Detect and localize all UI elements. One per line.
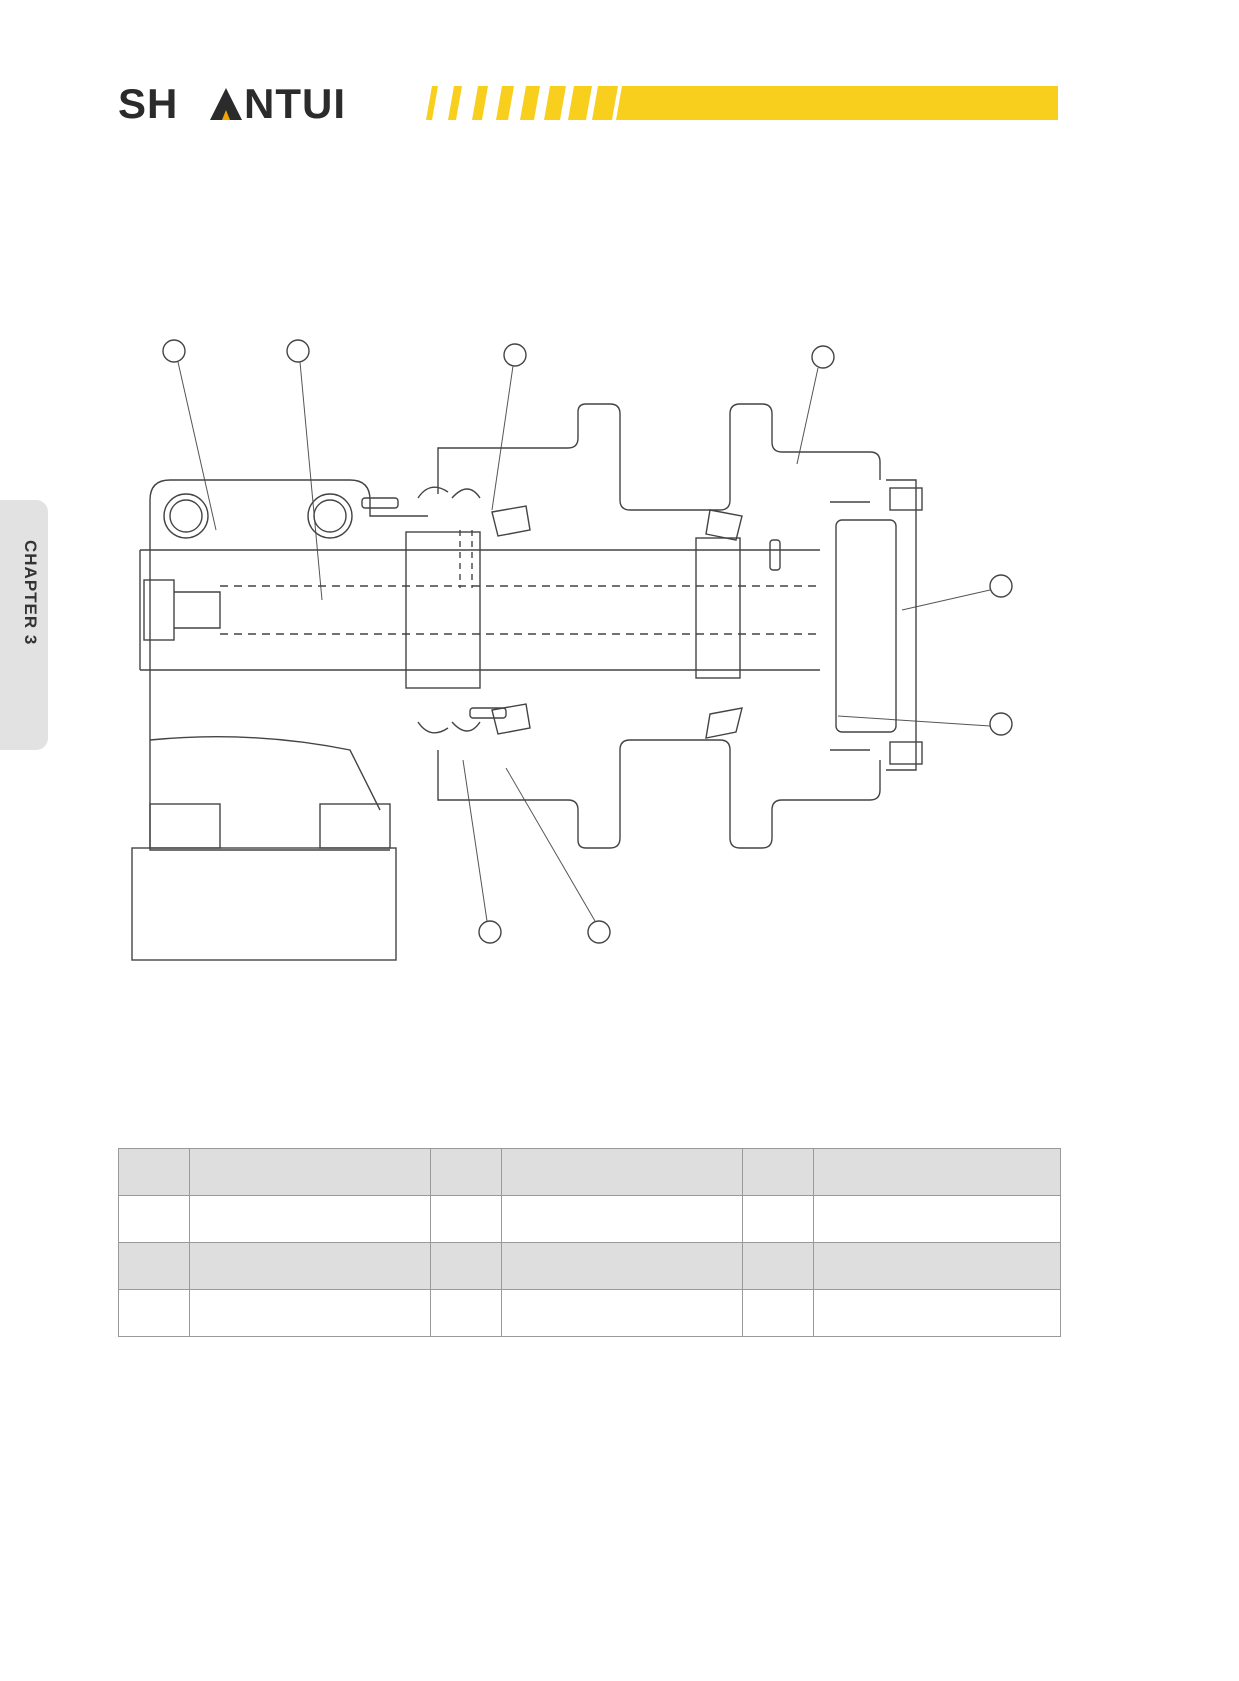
table-cell bbox=[189, 1148, 431, 1196]
table-cell bbox=[742, 1195, 814, 1243]
callout-circle-4 bbox=[811, 345, 835, 369]
table-cell bbox=[813, 1195, 1061, 1243]
table-cell bbox=[430, 1242, 502, 1290]
table-cell bbox=[742, 1242, 814, 1290]
table-cell bbox=[430, 1148, 502, 1196]
table-cell bbox=[118, 1195, 190, 1243]
table-cell bbox=[501, 1195, 743, 1243]
table-cell bbox=[813, 1242, 1061, 1290]
callout-circle-3 bbox=[503, 343, 527, 367]
chapter-side-tab-label: CHAPTER 3 bbox=[21, 540, 40, 646]
callout-circle-6 bbox=[989, 712, 1013, 736]
table-cell bbox=[118, 1242, 190, 1290]
table-cell bbox=[501, 1242, 743, 1290]
table-cell bbox=[189, 1242, 431, 1290]
table-row bbox=[118, 1148, 1061, 1196]
table-cell bbox=[742, 1289, 814, 1337]
svg-text:NTUI: NTUI bbox=[244, 84, 346, 124]
callout-circle-2 bbox=[286, 339, 310, 363]
table-cell bbox=[430, 1195, 502, 1243]
table-cell bbox=[189, 1195, 431, 1243]
svg-text:SH: SH bbox=[118, 84, 178, 124]
callout-circle-1 bbox=[162, 339, 186, 363]
table-cell bbox=[813, 1289, 1061, 1337]
table-cell bbox=[189, 1289, 431, 1337]
table-cell bbox=[501, 1148, 743, 1196]
table-cell bbox=[430, 1289, 502, 1337]
table-row bbox=[118, 1195, 1061, 1243]
table-cell bbox=[813, 1148, 1061, 1196]
callout-markers bbox=[162, 339, 1013, 944]
table-cell bbox=[118, 1148, 190, 1196]
callout-circle-5 bbox=[989, 574, 1013, 598]
header-stripe-bar bbox=[418, 86, 1058, 120]
chapter-side-tab bbox=[0, 500, 48, 750]
track-roller-cross-section-diagram bbox=[130, 330, 1030, 1055]
table-row bbox=[118, 1242, 1061, 1290]
table-cell bbox=[742, 1148, 814, 1196]
table-row bbox=[118, 1289, 1061, 1337]
callout-circle-8 bbox=[587, 920, 611, 944]
table-cell bbox=[501, 1289, 743, 1337]
brand-logo: SH NTUI bbox=[118, 84, 378, 124]
table-cell bbox=[118, 1289, 190, 1337]
shantui-logo-icon: SH NTUI bbox=[118, 84, 346, 124]
callout-circle-7 bbox=[478, 920, 502, 944]
parts-table bbox=[118, 1148, 1061, 1337]
